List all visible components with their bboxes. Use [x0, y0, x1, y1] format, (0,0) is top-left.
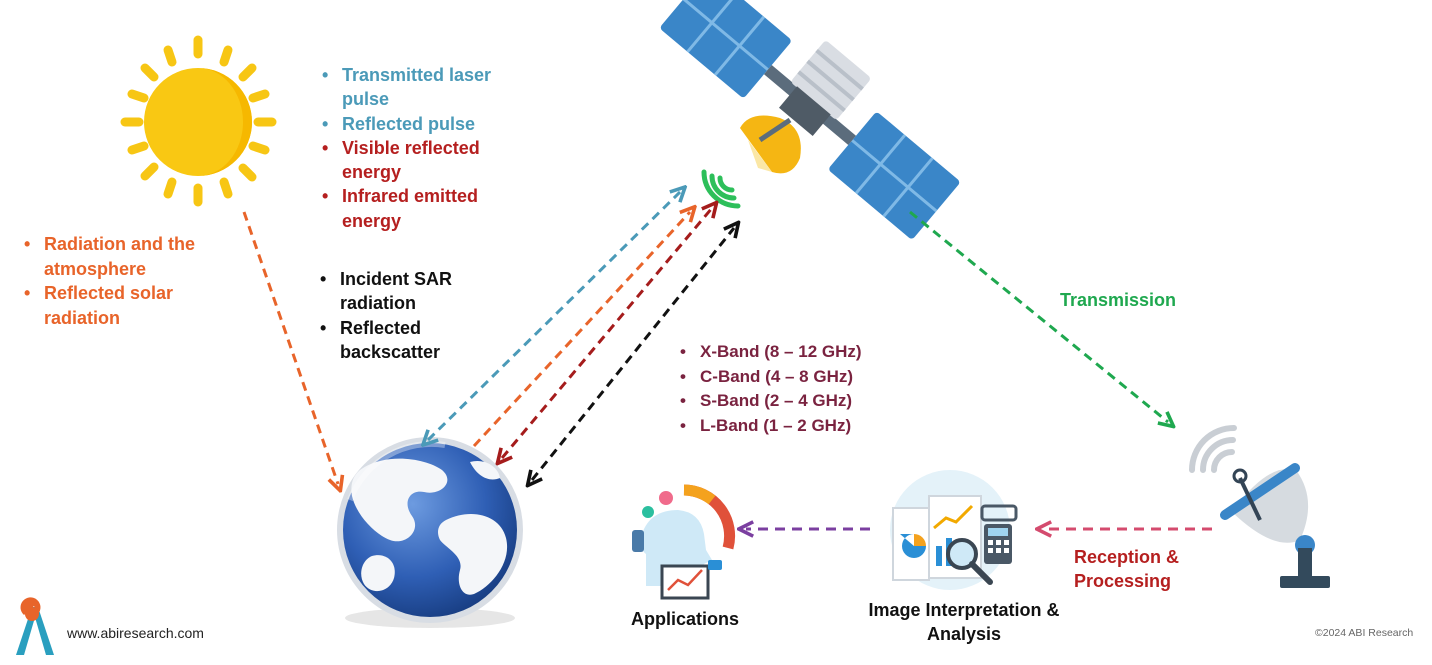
website-link[interactable]: www.abiresearch.com — [67, 625, 204, 641]
sensor-item-visible: Visible reflected energy — [320, 136, 530, 185]
arrow-sun-earth — [242, 211, 338, 484]
satellite-icon — [660, 0, 960, 239]
sar-item-incident: Incident SAR radiation — [318, 267, 493, 316]
sensor-item-reflected-pulse: Reflected pulse — [320, 112, 530, 137]
band-item-c: C-Band (4 – 8 GHz) — [678, 365, 918, 390]
arrow-black-bidirectional — [532, 228, 734, 480]
sensor-item-laser: Transmitted laser pulse — [320, 63, 530, 112]
transmission-label: Transmission — [1060, 290, 1177, 310]
band-list: X-Band (8 – 12 GHz) C-Band (4 – 8 GHz) S… — [678, 340, 918, 438]
sun-radiation-list: Radiation and the atmosphere Reflected s… — [22, 232, 242, 330]
image-analysis-icon — [890, 470, 1018, 590]
sun-item-radiation: Radiation and the atmosphere — [22, 232, 242, 281]
satellite-signal-icon — [701, 169, 741, 209]
band-item-l: L-Band (1 – 2 GHz) — [678, 414, 918, 439]
sun-icon — [120, 35, 277, 207]
arrow-orange-up — [472, 212, 690, 448]
sun-item-reflected: Reflected solar radiation — [22, 281, 242, 330]
applications-icon — [632, 484, 736, 600]
sensor-item-infrared: Infrared emitted energy — [320, 184, 530, 233]
arrow-transmission — [909, 210, 1168, 422]
band-item-x: X-Band (8 – 12 GHz) — [678, 340, 918, 365]
reception-label: Reception & Processing — [1074, 547, 1180, 591]
applications-label: Applications — [630, 609, 739, 629]
sar-item-backscatter: Reflected backscatter — [318, 316, 493, 365]
band-item-s: S-Band (2 – 4 GHz) — [678, 389, 918, 414]
copyright-text: ©2024 ABI Research — [1315, 627, 1414, 639]
abi-logo-icon — [16, 597, 54, 655]
globe-icon — [337, 437, 523, 628]
sar-list: Incident SAR radiation Reflected backsca… — [318, 267, 493, 364]
image-analysis-label: Image Interpretation & Analysis — [868, 600, 1060, 644]
ground-station-icon — [1189, 425, 1330, 588]
sensor-list: Transmitted laser pulse Reflected pulse … — [320, 63, 530, 233]
